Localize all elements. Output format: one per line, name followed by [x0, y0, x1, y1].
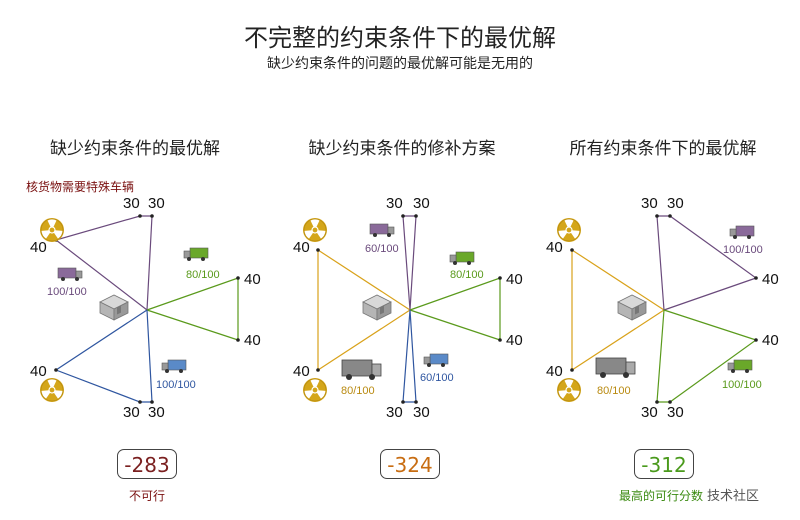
truck-capacity-label: 100/100 — [156, 379, 196, 391]
truck-icon — [57, 267, 83, 281]
infeasible-note: 不可行 — [129, 489, 166, 503]
route-orange — [317, 248, 411, 372]
subtitle: 缺少约束条件的问题的最优解可能是无用的 — [267, 56, 533, 72]
node-label: 40 — [244, 332, 261, 349]
node-label: 30 — [386, 195, 403, 212]
constraint-note: 核货物需要特殊车辆 — [26, 180, 135, 194]
node-label: 30 — [641, 404, 658, 421]
node-label: 30 — [413, 404, 430, 421]
node-label: 40 — [30, 239, 47, 256]
depot-building-icon — [617, 294, 647, 321]
truck-capacity-label: 100/100 — [723, 244, 763, 256]
truck-icon — [727, 359, 753, 373]
node-label: 30 — [148, 195, 165, 212]
node-label: 40 — [293, 363, 310, 380]
node-label: 40 — [506, 332, 523, 349]
panel-3-diagram — [556, 214, 758, 404]
node-label: 40 — [244, 271, 261, 288]
best-feasible-note: 最高的可行分数 — [619, 489, 704, 503]
node-label: 30 — [123, 404, 140, 421]
node-label: 40 — [546, 239, 563, 256]
node-label: 40 — [546, 363, 563, 380]
panel-1-diagram — [39, 214, 240, 404]
truck-capacity-label: 80/100 — [186, 269, 220, 281]
route-orange — [571, 248, 665, 372]
node-label: 40 — [506, 271, 523, 288]
truck-icon — [341, 359, 382, 380]
node-label: 30 — [413, 195, 430, 212]
depot-building-icon — [362, 294, 392, 321]
score-box-2: -324 — [380, 449, 440, 479]
node-label: 40 — [293, 239, 310, 256]
score-box-1: -283 — [117, 449, 177, 479]
radiation-hazard-icon — [39, 377, 65, 403]
truck-icon — [423, 353, 449, 367]
radiation-hazard-icon — [556, 377, 582, 403]
truck-capacity-label: 60/100 — [365, 243, 399, 255]
route-green — [409, 277, 501, 341]
node-label: 30 — [386, 404, 403, 421]
truck-capacity-label: 100/100 — [47, 286, 87, 298]
node-label: 30 — [641, 195, 658, 212]
truck-icon — [729, 225, 755, 239]
node-label: 30 — [148, 404, 165, 421]
node-label: 30 — [667, 404, 684, 421]
node-label: 40 — [762, 271, 779, 288]
panel-2-diagram — [302, 214, 502, 404]
route-purple — [402, 215, 417, 311]
route-green — [146, 277, 239, 341]
panel-1-title: 缺少约束条件的最优解 — [50, 139, 220, 159]
node-label: 40 — [762, 332, 779, 349]
truck-capacity-label: 100/100 — [722, 379, 762, 391]
route-blue — [402, 309, 417, 403]
depot-building-icon — [99, 294, 129, 321]
truck-icon — [161, 359, 187, 373]
node-label: 30 — [667, 195, 684, 212]
truck-icon — [595, 357, 636, 378]
score-box-3: -312 — [634, 449, 694, 479]
node-label: 40 — [30, 363, 47, 380]
panel-3-title: 所有约束条件下的最优解 — [569, 139, 757, 159]
panel-2-title: 缺少约束条件的修补方案 — [308, 139, 496, 159]
truck-icon — [449, 251, 475, 265]
truck-icon — [369, 223, 395, 237]
radiation-hazard-icon — [302, 377, 328, 403]
truck-capacity-label: 60/100 — [420, 372, 454, 384]
route-blue — [54, 309, 153, 403]
truck-capacity-label: 80/100 — [450, 269, 484, 281]
truck-capacity-label: 80/100 — [341, 385, 375, 397]
node-label: 30 — [123, 195, 140, 212]
truck-capacity-label: 80/100 — [597, 385, 631, 397]
watermark: 技术社区 — [707, 489, 760, 504]
main-title: 不完整的约束条件下的最优解 — [244, 24, 556, 52]
truck-icon — [183, 247, 209, 261]
